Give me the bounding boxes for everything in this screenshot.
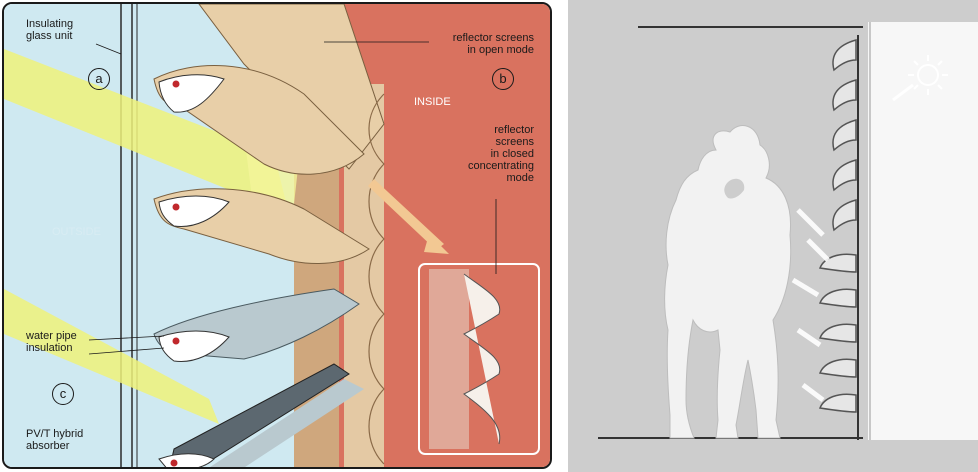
label-insulating-glass: Insulating glass unit [26, 18, 73, 42]
label-inside: INSIDE [414, 96, 451, 108]
pipe-core-3 [173, 338, 180, 345]
label-reflector-open: reflector screens in open mode [434, 32, 534, 56]
pipe-core-1 [173, 81, 180, 88]
label-pvt-absorber: PV/T hybrid absorber [26, 428, 83, 452]
illustration-drawing [568, 0, 978, 472]
label-water-pipe: water pipe insulation [26, 330, 77, 354]
solar-louver-diagram: Insulating glass unit a reflector screen… [2, 2, 552, 469]
pipe-core-2 [173, 204, 180, 211]
couple-silhouette-icon [665, 126, 791, 438]
marker-a: a [88, 68, 110, 90]
inset-glass-hatch [429, 269, 469, 449]
louver-array-icon [820, 40, 856, 412]
label-outside: OUTSIDE [52, 226, 101, 238]
louver-illustration [568, 0, 978, 472]
label-reflector-closed: reflector screens in closed concentratin… [444, 124, 534, 184]
marker-c: c [52, 383, 74, 405]
pipe-core-4 [171, 460, 178, 467]
marker-b: b [492, 68, 514, 90]
